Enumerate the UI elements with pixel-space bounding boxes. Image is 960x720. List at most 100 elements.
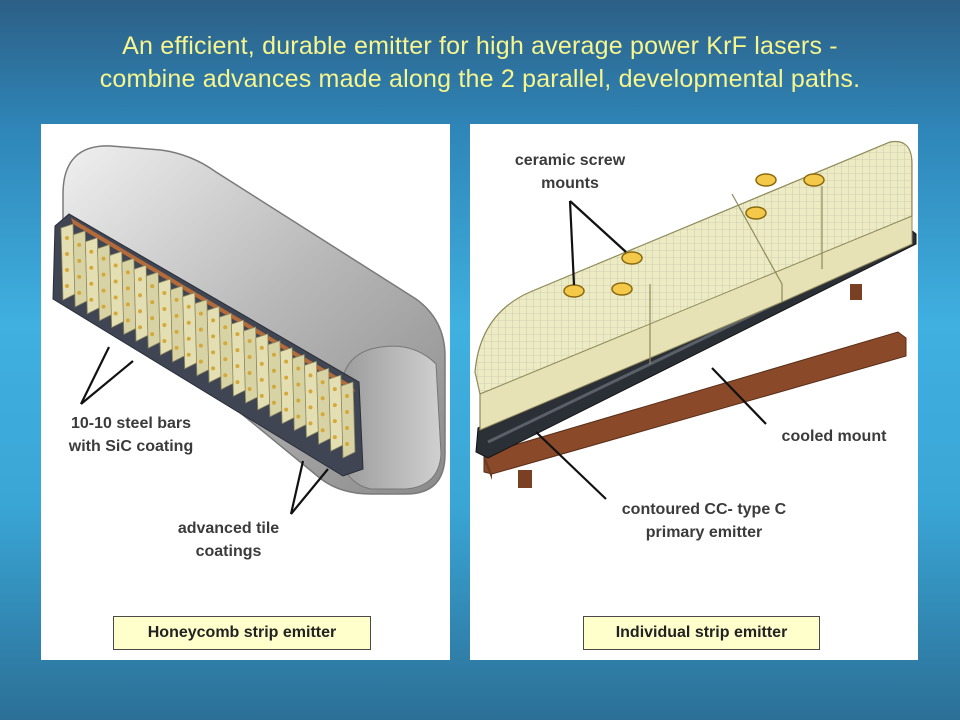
tile-dot xyxy=(125,270,130,275)
tile-dot xyxy=(235,348,240,353)
tile-dot xyxy=(223,357,228,362)
tile-dot xyxy=(162,290,167,295)
honeycomb-tile xyxy=(340,381,356,459)
tile-dot xyxy=(211,334,216,339)
tile-dot xyxy=(223,325,228,330)
tile-dot xyxy=(77,258,82,263)
tile-dot xyxy=(198,311,203,316)
screw-mount-1 xyxy=(563,284,585,298)
screw-mount-6 xyxy=(745,206,767,220)
tile-dot xyxy=(186,304,191,309)
tile-dot xyxy=(332,387,337,392)
honeycomb-emitter-panel: 10-10 steel bars with SiC coating advanc… xyxy=(41,124,450,660)
tile-dot xyxy=(101,256,106,261)
tile-dot xyxy=(332,435,337,440)
ceramic-screw-mounts xyxy=(563,173,825,298)
tile-dot xyxy=(235,380,240,385)
individual-emitter-panel: ceramic screw mounts cooled mount contou… xyxy=(470,124,918,660)
tile-dot xyxy=(150,316,155,321)
tile-dot xyxy=(296,414,301,419)
tile-dot xyxy=(150,300,155,305)
tile-dot xyxy=(125,286,130,291)
slide-title-line-1: An efficient, durable emitter for high a… xyxy=(122,32,838,60)
label-screw-line-2: mounts xyxy=(541,175,599,192)
base-foot-2 xyxy=(850,284,862,300)
caption-honeycomb-strip-emitter: Honeycomb strip emitter xyxy=(113,616,371,650)
label-tile-coatings-line-1: advanced tile xyxy=(177,520,280,537)
tile-dot xyxy=(77,290,82,295)
leader-bars-2 xyxy=(80,360,134,405)
tile-dot xyxy=(345,410,349,414)
tile-dot xyxy=(271,352,276,357)
leader-bars-1 xyxy=(80,346,110,405)
leader-emitter xyxy=(535,431,607,500)
leader-screw-1 xyxy=(568,200,576,286)
tile-dot xyxy=(235,332,240,337)
tile-dot xyxy=(150,332,155,337)
tile-dot xyxy=(211,318,216,323)
label-steel-bars: 10-10 steel bars with SiC coating xyxy=(41,412,221,458)
individual-emitter-illustration xyxy=(474,140,917,500)
tile-dot xyxy=(113,279,118,284)
base-foot-1 xyxy=(518,470,532,488)
tile-dot xyxy=(138,325,143,330)
cooled-mount-base xyxy=(483,331,907,475)
tile-dot xyxy=(284,407,289,412)
tile-dot xyxy=(174,329,179,334)
label-ceramic-screw-mounts: ceramic screw mounts xyxy=(470,149,670,195)
tile-dot xyxy=(332,419,337,424)
label-cooled-mount: cooled mount xyxy=(781,428,887,445)
tile-dot xyxy=(138,293,143,298)
slide-title-line-2: combine advances made along the 2 parall… xyxy=(99,65,861,93)
tile-dot xyxy=(271,400,276,405)
tile-dot xyxy=(320,428,325,433)
tile-dot xyxy=(247,355,252,360)
right-leader-lines xyxy=(535,200,767,500)
tile-dot xyxy=(345,442,349,446)
tile-dot xyxy=(296,366,301,371)
tile-dot xyxy=(101,288,106,293)
tile-dot xyxy=(138,309,143,314)
tile-dot xyxy=(65,268,69,272)
screw-mount-5 xyxy=(803,173,825,187)
tile-dot xyxy=(113,311,118,316)
slide-title: An efficient, durable emitter for high a… xyxy=(0,30,960,96)
tile-dot xyxy=(308,421,313,426)
tile-dot xyxy=(113,295,118,300)
tile-dot xyxy=(162,306,167,311)
tile-dot xyxy=(65,236,69,240)
left-leader-lines xyxy=(80,346,329,515)
copper-strip xyxy=(71,218,355,392)
label-primary-emitter: contoured CC- type C primary emitter xyxy=(574,498,834,544)
label-tile-coatings-line-2: coatings xyxy=(195,543,262,560)
tile-dot xyxy=(259,377,264,382)
tile-dot xyxy=(320,396,325,401)
label-steel-bars-line-1: 10-10 steel bars xyxy=(70,415,192,432)
label-steel-bars-line-2: with SiC coating xyxy=(68,438,194,455)
tile-dot xyxy=(174,313,179,318)
tile-dot xyxy=(308,389,313,394)
tile-dot xyxy=(259,361,264,366)
tile-dot xyxy=(198,343,203,348)
tile-dot xyxy=(345,426,349,430)
leader-tile-2 xyxy=(290,468,329,515)
tile-dot xyxy=(320,412,325,417)
tile-dot xyxy=(332,403,337,408)
tile-dot xyxy=(89,297,94,302)
tile-dot xyxy=(271,368,276,373)
tile-dot xyxy=(125,302,130,307)
honeycomb-tiles xyxy=(60,223,356,459)
tile-dot xyxy=(320,380,325,385)
tile-dot xyxy=(198,327,203,332)
tile-dot xyxy=(308,373,313,378)
screw-mount-3 xyxy=(621,251,643,265)
honeycomb-emitter-illustration xyxy=(52,145,446,515)
tile-dot xyxy=(125,318,130,323)
tile-dot xyxy=(284,375,289,380)
tile-dot xyxy=(308,405,313,410)
tile-dot xyxy=(235,364,240,369)
tile-dot xyxy=(65,284,69,288)
tile-dot xyxy=(162,322,167,327)
tile-dot xyxy=(296,382,301,387)
screw-mount-4 xyxy=(755,173,777,187)
